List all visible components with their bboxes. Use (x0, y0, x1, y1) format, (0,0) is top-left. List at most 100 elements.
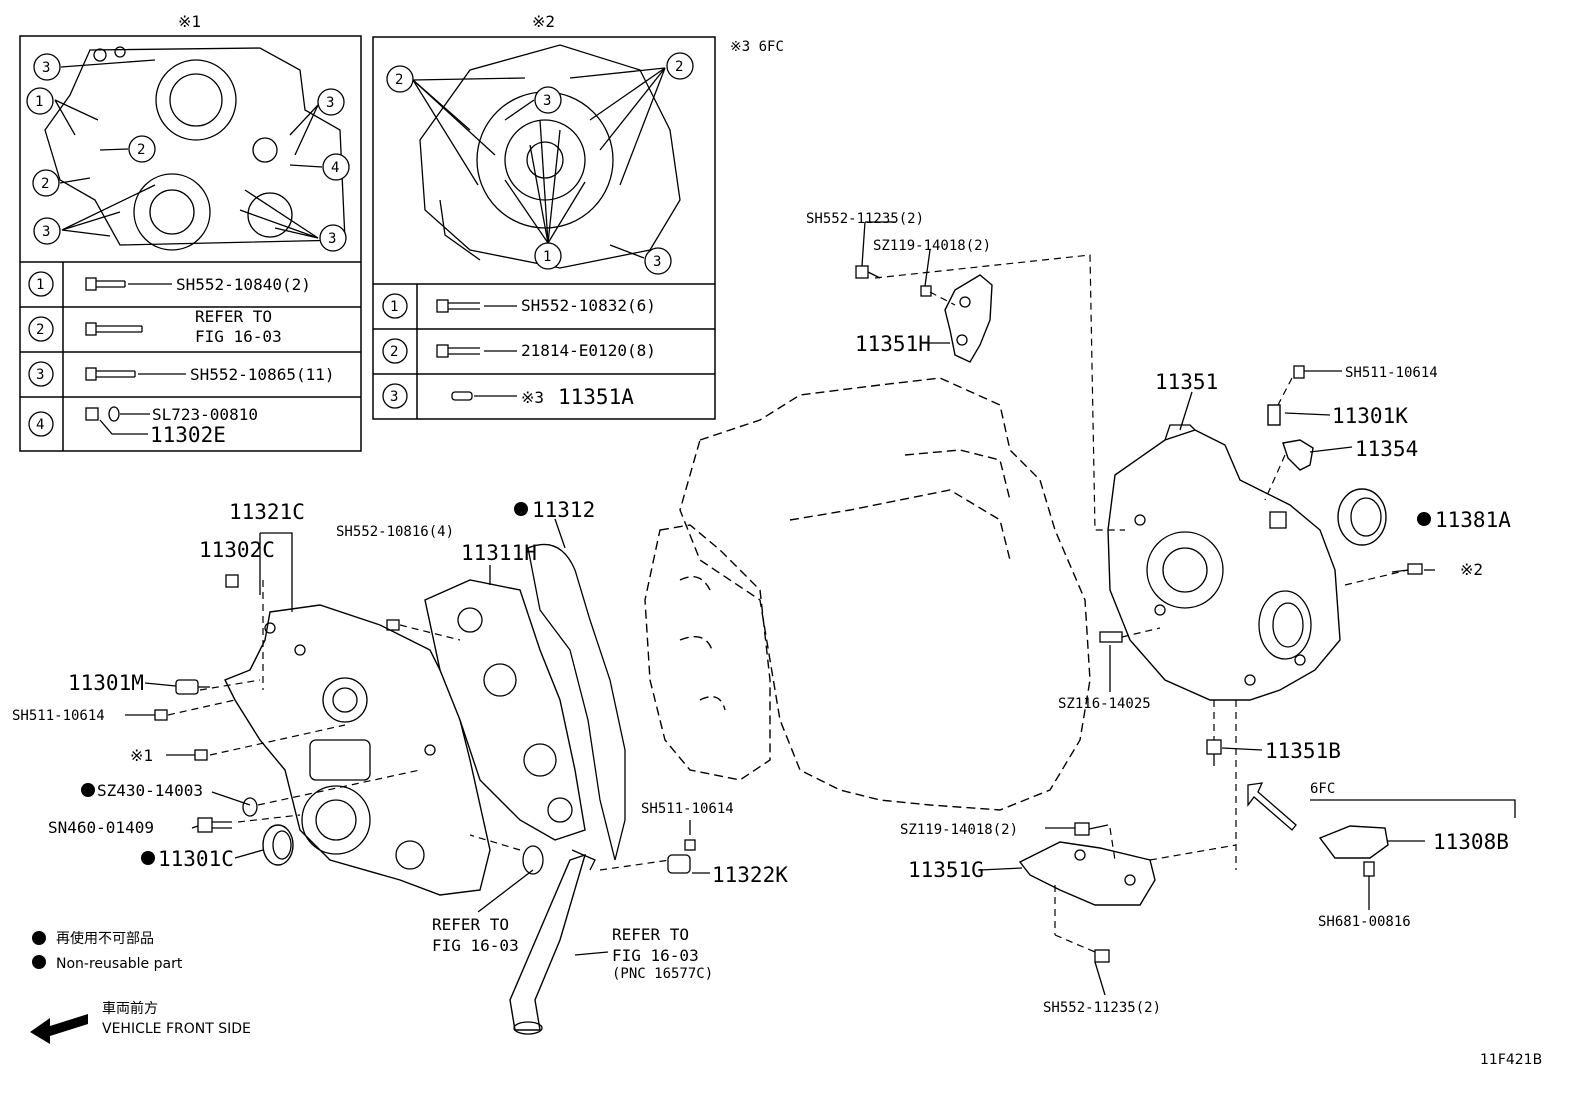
label-sh511-10614-right: SH511-10614 (1345, 365, 1438, 381)
box1-row4-text2: 11302E (150, 423, 226, 447)
svg-text:2: 2 (41, 176, 49, 192)
legend-dot-en (32, 955, 46, 969)
label-sh511-10614-left: SH511-10614 (12, 708, 105, 724)
label-11302C: 11302C (199, 538, 275, 562)
label-11301M: 11301M (68, 671, 144, 695)
legend-jp-front: 車両前方 (102, 1000, 158, 1017)
label-x2: ※2 (1460, 560, 1483, 579)
box1-note: ※1 (178, 12, 201, 31)
svg-text:3: 3 (42, 224, 50, 240)
svg-text:3: 3 (42, 60, 50, 76)
label-sh681-00816: SH681-00816 (1318, 914, 1411, 930)
legend-jp-nonreuse: 再使用不可部品 (56, 930, 154, 947)
label-11301K: 11301K (1332, 404, 1408, 428)
svg-text:3: 3 (543, 93, 551, 109)
label-11311H: 11311H (461, 541, 537, 565)
svg-text:1: 1 (35, 94, 43, 110)
box1-row4-text1: SL723-00810 (152, 405, 258, 424)
svg-text:2: 2 (390, 344, 398, 360)
legend: 再使用不可部品 Non-reusable part 車両前方 VEHICLE F… (30, 930, 251, 1044)
label-x1: ※1 (130, 746, 153, 765)
box2-row2-text: 21814-E0120(8) (521, 341, 656, 360)
cap-11354 (1282, 439, 1314, 471)
svg-text:1: 1 (543, 249, 551, 265)
label-11322K: 11322K (712, 863, 788, 887)
oil-seal-11301C (262, 824, 294, 866)
detail-box-2: ※2 ※3 6FC 2 2 3 1 3 1 2 3 (372, 12, 784, 420)
box1-row2-text2: FIG 16-03 (195, 327, 282, 346)
detail-box-1: ※1 3 1 2 2 3 3 4 3 1 (19, 12, 362, 452)
nonreuse-dot-11381A (1417, 512, 1431, 526)
label-refer1-line2: FIG 16-03 (432, 936, 519, 955)
label-sz430-14003: SZ430-14003 (97, 781, 203, 800)
svg-text:3: 3 (328, 231, 336, 247)
label-refer2-line1: REFER TO (612, 925, 689, 944)
label-refer2-line3: (PNC 16577C) (612, 966, 713, 982)
label-refer1-line1: REFER TO (432, 915, 509, 934)
box2-row3-text: 11351A (558, 385, 634, 409)
box1-row3-text: SH552-10865(11) (190, 365, 335, 384)
svg-text:1: 1 (390, 299, 398, 315)
svg-text:2: 2 (36, 322, 44, 338)
label-sz119-14018-bottom: SZ119-14018(2) (900, 822, 1018, 838)
oil-seal-11381A (1337, 488, 1387, 546)
label-11351: 11351 (1155, 370, 1218, 394)
gasket-11311H (424, 579, 586, 841)
box2-row1-text: SH552-10832(6) (521, 296, 656, 315)
oil-pipe (509, 849, 596, 1035)
bracket-11351G (1018, 841, 1156, 906)
svg-text:2: 2 (137, 142, 145, 158)
label-6fc: 6FC (1310, 781, 1335, 797)
timing-cover-11321C (224, 604, 491, 896)
nonreuse-dot-sz430 (81, 783, 95, 797)
box2-note: ※2 (532, 12, 555, 31)
label-11351B: 11351B (1265, 739, 1341, 763)
box1-row1-text: SH552-10840(2) (176, 275, 311, 294)
box1-row2-text1: REFER TO (195, 307, 272, 326)
legend-en-front: VEHICLE FRONT SIDE (102, 1021, 251, 1037)
bracket-11351H (944, 274, 993, 363)
svg-text:3: 3 (36, 367, 44, 383)
flywheel-housing-11351 (1107, 424, 1341, 701)
svg-text:4: 4 (331, 160, 339, 176)
legend-en-nonreuse: Non-reusable part (56, 956, 183, 972)
label-sh552-11235-top: SH552-11235(2) (806, 211, 924, 227)
label-sz119-14018-top: SZ119-14018(2) (873, 238, 991, 254)
svg-text:4: 4 (36, 417, 44, 433)
label-11301C: 11301C (158, 847, 234, 871)
svg-text:1: 1 (36, 277, 44, 293)
gasket-11312 (527, 543, 626, 861)
label-sh552-11235-bottom: SH552-11235(2) (1043, 1000, 1161, 1016)
box2-row3-mark: ※3 (521, 388, 544, 407)
label-sh552-10816: SH552-10816(4) (336, 524, 454, 540)
front-arrow-icon (30, 1014, 88, 1044)
svg-text:2: 2 (675, 59, 683, 75)
sensor-11301K (1267, 365, 1305, 426)
label-sn460-01409: SN460-01409 (48, 818, 154, 837)
svg-text:3: 3 (326, 95, 334, 111)
label-11312: 11312 (532, 498, 595, 522)
label-refer2-line2: FIG 16-03 (612, 946, 699, 965)
svg-text:3: 3 (390, 389, 398, 405)
label-11351H: 11351H (855, 332, 931, 356)
label-11321C: 11321C (229, 500, 305, 524)
svg-text:3: 3 (653, 254, 661, 270)
box3-note: ※3 6FC (730, 39, 784, 55)
cover-11308B (1318, 825, 1389, 895)
svg-text:2: 2 (395, 72, 403, 88)
label-11381A: 11381A (1435, 508, 1511, 532)
label-11351G: 11351G (908, 858, 984, 882)
nonreuse-dot-11312 (514, 502, 528, 516)
label-sh511-10614-mid: SH511-10614 (641, 801, 734, 817)
callout-labels: 11321C 11302C SH552-10816(4) 11312 11311… (12, 211, 1511, 1016)
legend-dot-jp (32, 931, 46, 945)
nonreuse-dot-11301C (141, 851, 155, 865)
engine-outline (644, 377, 1091, 811)
leader-lines-right (861, 221, 1516, 996)
diagram-id: 11F421B (1480, 1052, 1542, 1068)
label-11308B: 11308B (1433, 830, 1509, 854)
label-11354: 11354 (1355, 437, 1418, 461)
label-sz116-14025: SZ116-14025 (1058, 696, 1151, 712)
leader-lines-left (125, 518, 710, 956)
